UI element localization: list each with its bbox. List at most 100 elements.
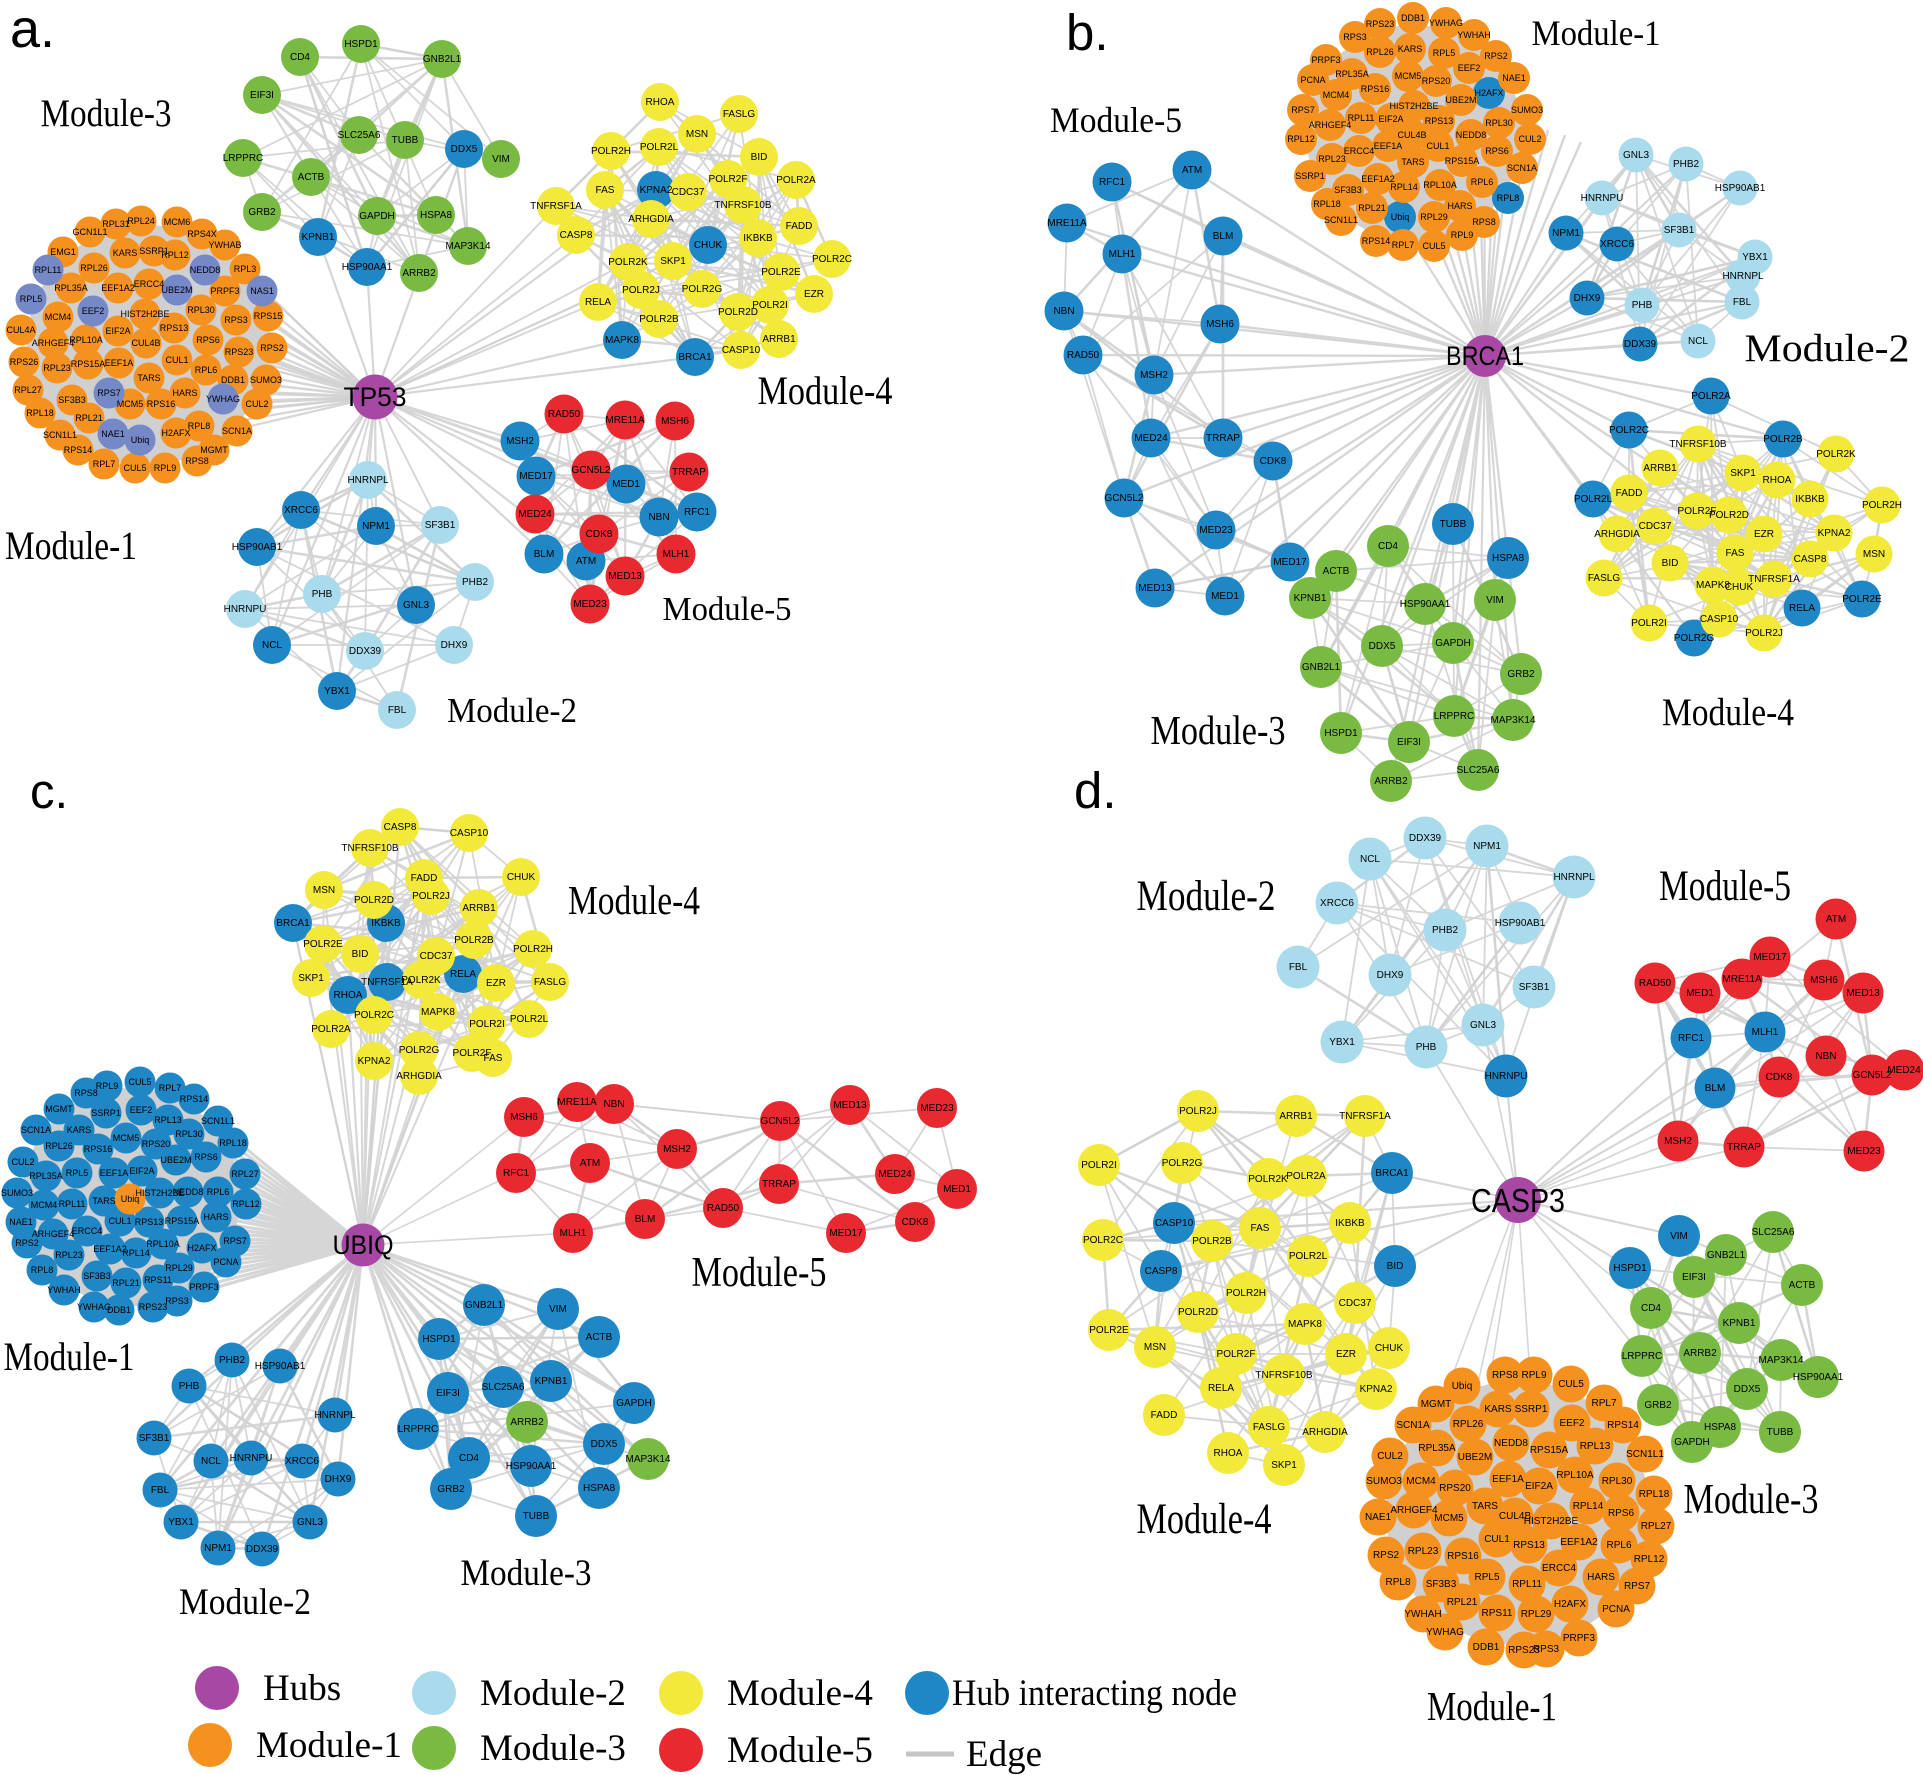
svg-text:SLC25A6: SLC25A6 <box>338 130 381 141</box>
svg-text:RPS23: RPS23 <box>1366 19 1395 29</box>
svg-text:RPL12: RPL12 <box>1634 1554 1665 1565</box>
svg-text:RPS15A: RPS15A <box>165 1216 200 1226</box>
svg-text:RAD50: RAD50 <box>1067 350 1100 361</box>
svg-text:RPL9: RPL9 <box>154 463 177 473</box>
svg-text:HSP90AB1: HSP90AB1 <box>255 1361 306 1372</box>
svg-text:EIF2A: EIF2A <box>105 326 130 336</box>
svg-text:RPL18: RPL18 <box>26 408 54 418</box>
svg-text:POLR2D: POLR2D <box>718 307 758 318</box>
svg-text:HSP90AA1: HSP90AA1 <box>506 1461 557 1472</box>
svg-text:CUL1: CUL1 <box>108 1216 131 1226</box>
svg-text:DDX39: DDX39 <box>1624 339 1657 350</box>
svg-text:GAPDH: GAPDH <box>1674 1437 1710 1448</box>
svg-text:EZR: EZR <box>486 978 506 989</box>
svg-text:VIM: VIM <box>1670 1231 1688 1242</box>
svg-text:POLR2D: POLR2D <box>1709 510 1749 521</box>
svg-text:POLR2A: POLR2A <box>1691 391 1731 402</box>
svg-text:TARS: TARS <box>1472 1501 1498 1512</box>
svg-text:POLR2I: POLR2I <box>469 1019 505 1030</box>
svg-text:PCNA: PCNA <box>1300 75 1325 85</box>
svg-text:TNFRSF10B: TNFRSF10B <box>341 843 399 854</box>
svg-text:POLR2K: POLR2K <box>1816 449 1856 460</box>
svg-text:CUL5: CUL5 <box>128 1077 151 1087</box>
svg-text:HIST2H2BE: HIST2H2BE <box>1524 1516 1579 1527</box>
svg-text:POLR2D: POLR2D <box>1178 1307 1218 1318</box>
svg-text:RPS2: RPS2 <box>15 1238 39 1248</box>
svg-text:CASP8: CASP8 <box>1145 1266 1178 1277</box>
svg-text:Hub interacting node: Hub interacting node <box>952 1673 1237 1714</box>
svg-text:MLH1: MLH1 <box>1752 1027 1779 1038</box>
svg-text:SF3B3: SF3B3 <box>83 1271 111 1281</box>
svg-text:KARS: KARS <box>1484 1404 1512 1415</box>
svg-text:RPL12: RPL12 <box>232 1199 260 1209</box>
svg-text:Module-5: Module-5 <box>727 1730 873 1771</box>
svg-text:ERCC4: ERCC4 <box>1542 1563 1576 1574</box>
svg-text:TNFRSF10B: TNFRSF10B <box>1669 439 1727 450</box>
svg-text:RPL21: RPL21 <box>75 413 103 423</box>
svg-text:UBIQ: UBIQ <box>333 1230 394 1260</box>
svg-text:RPS23: RPS23 <box>225 347 254 357</box>
svg-text:RPL5: RPL5 <box>20 294 43 304</box>
svg-text:VIM: VIM <box>549 1304 567 1315</box>
svg-text:SF3B1: SF3B1 <box>139 1433 170 1444</box>
svg-text:TNFRSF10B: TNFRSF10B <box>714 200 772 211</box>
svg-text:ACTB: ACTB <box>1323 566 1350 577</box>
svg-text:RPL27: RPL27 <box>1641 1521 1672 1532</box>
svg-text:MED13: MED13 <box>608 571 642 582</box>
svg-text:Module-2: Module-2 <box>480 1673 626 1714</box>
svg-text:DDX5: DDX5 <box>591 1439 618 1450</box>
svg-text:UBE2M: UBE2M <box>1445 95 1476 105</box>
svg-text:NPM1: NPM1 <box>1473 841 1501 852</box>
svg-text:RPS15A: RPS15A <box>1530 1445 1569 1456</box>
svg-text:SF3B3: SF3B3 <box>58 395 86 405</box>
svg-text:HSP90AA1: HSP90AA1 <box>1793 1372 1844 1383</box>
svg-text:MCM4: MCM4 <box>1323 90 1350 100</box>
svg-text:RPL5: RPL5 <box>1474 1572 1499 1583</box>
svg-text:RPL21: RPL21 <box>1447 1597 1478 1608</box>
svg-text:GAPDH: GAPDH <box>616 1398 652 1409</box>
svg-text:YWHAH: YWHAH <box>47 1285 81 1295</box>
svg-text:POLR2F: POLR2F <box>453 1048 492 1059</box>
svg-text:RPS15A: RPS15A <box>1445 156 1480 166</box>
svg-text:PHB2: PHB2 <box>1432 925 1459 936</box>
svg-text:EZR: EZR <box>1754 529 1774 540</box>
svg-text:MSH6: MSH6 <box>510 1112 538 1123</box>
svg-text:MRE11A: MRE11A <box>605 415 645 426</box>
svg-text:BID: BID <box>1662 558 1679 569</box>
svg-text:ARRB1: ARRB1 <box>762 334 796 345</box>
svg-text:MED13: MED13 <box>1138 583 1172 594</box>
svg-text:CDK8: CDK8 <box>1766 1072 1793 1083</box>
svg-text:EIF3I: EIF3I <box>250 90 274 101</box>
svg-text:RPL5: RPL5 <box>1433 48 1456 58</box>
svg-text:ACTB: ACTB <box>586 1332 613 1343</box>
svg-text:NBN: NBN <box>1815 1051 1836 1062</box>
svg-text:CUL1: CUL1 <box>1426 141 1449 151</box>
svg-text:DDB1: DDB1 <box>107 1305 131 1315</box>
svg-text:CDK8: CDK8 <box>1260 456 1287 467</box>
svg-text:RPL11: RPL11 <box>1512 1579 1542 1590</box>
svg-text:GRB2: GRB2 <box>1507 669 1535 680</box>
svg-text:RPL14: RPL14 <box>1573 1501 1604 1512</box>
svg-text:NPM1: NPM1 <box>204 1543 232 1554</box>
svg-text:ERCC4: ERCC4 <box>134 279 165 289</box>
svg-text:Module-1: Module-1 <box>256 1725 402 1766</box>
svg-text:GAPDH: GAPDH <box>1435 638 1471 649</box>
svg-text:RPL18: RPL18 <box>1313 199 1341 209</box>
svg-text:ATM: ATM <box>1182 165 1202 176</box>
svg-text:RPS8: RPS8 <box>1492 1370 1519 1381</box>
svg-text:FBL: FBL <box>388 705 407 716</box>
svg-text:EIF2A: EIF2A <box>1525 1481 1553 1492</box>
svg-text:SCN1A: SCN1A <box>1507 163 1537 173</box>
svg-text:RPL29: RPL29 <box>1420 212 1448 222</box>
svg-text:CASP10: CASP10 <box>722 345 761 356</box>
svg-text:H2AFX: H2AFX <box>161 428 190 438</box>
svg-text:KPNA2: KPNA2 <box>1818 528 1851 539</box>
svg-text:RPL10A: RPL10A <box>1556 1470 1594 1481</box>
svg-text:RPL31: RPL31 <box>102 219 130 229</box>
svg-text:RPL21: RPL21 <box>1358 203 1386 213</box>
svg-text:FASLG: FASLG <box>1253 1422 1285 1433</box>
svg-text:RPL5: RPL5 <box>66 1168 89 1178</box>
svg-text:EIF2A: EIF2A <box>129 1166 154 1176</box>
svg-text:RELA: RELA <box>1208 1383 1234 1394</box>
svg-text:KARS: KARS <box>113 248 138 258</box>
